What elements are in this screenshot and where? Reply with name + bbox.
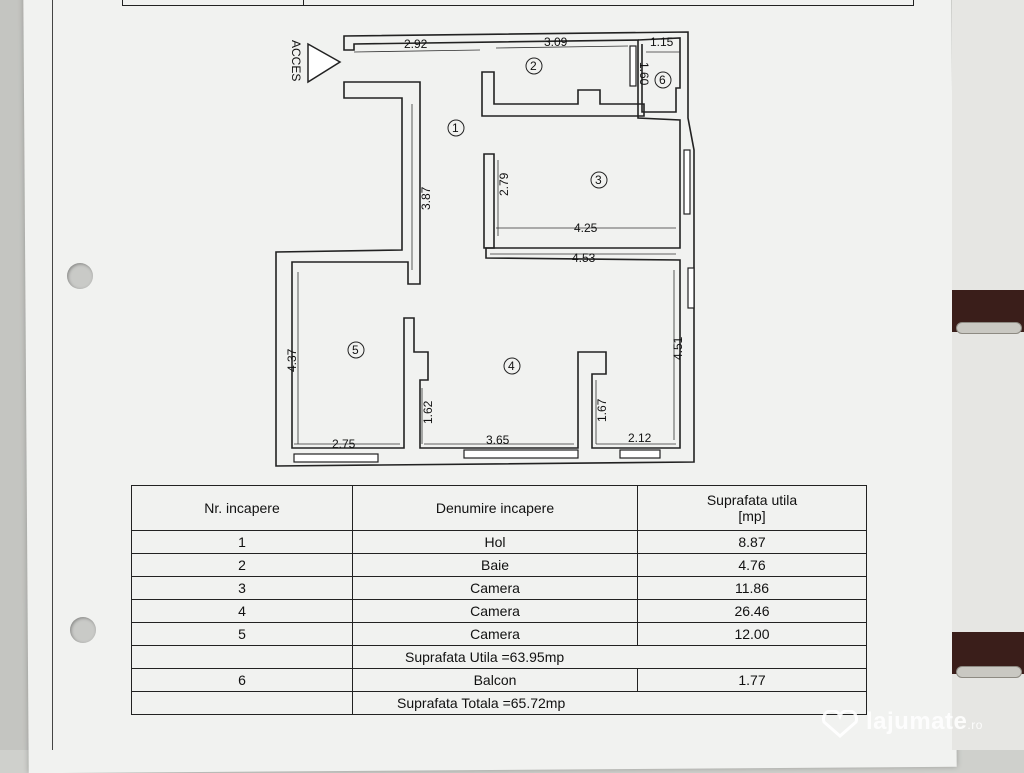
cell-name: Baie (352, 553, 638, 577)
cell-nr: 1 (131, 530, 353, 554)
dim-camera4-left-recess: 1.62 (421, 400, 435, 424)
cell-area: 12.00 (637, 622, 867, 646)
dim-camera3-width: 4.25 (574, 221, 598, 235)
room-number-6: 6 (659, 73, 666, 87)
room-marker-5 (347, 341, 365, 359)
outer-walls (275, 31, 695, 467)
usable-total-row: Suprafata Utila =63.95mp (131, 645, 867, 669)
cell-area: 1.77 (637, 668, 867, 692)
room-number-2: 2 (530, 59, 537, 73)
cell-nr: 5 (131, 622, 353, 646)
table-row: 4 Camera 26.46 (131, 599, 867, 623)
dim-camera4-top: 4.53 (572, 251, 596, 265)
table-row: 2 Baie 4.76 (131, 553, 867, 577)
access-label: ACCES (289, 40, 303, 81)
cell-nr: 3 (131, 576, 353, 600)
dim-camera4-right-width: 2.12 (628, 431, 652, 445)
cell-nr: 2 (131, 553, 353, 577)
interior-wall (483, 153, 495, 249)
dim-camera4-bottom: 3.65 (486, 433, 510, 447)
side-binder-sheets (952, 0, 1024, 750)
dim-camera5-width: 2.75 (332, 437, 356, 451)
room-marker-2 (525, 57, 543, 75)
watermark-heart-icon (821, 710, 859, 738)
window (463, 449, 579, 459)
cell-name: Hol (352, 530, 638, 554)
cell-name: Camera (352, 576, 638, 600)
watermark-tld: .ro (967, 718, 983, 732)
cell-name: Camera (352, 599, 638, 623)
table-header-row: Nr. incapere Denumire incapere Suprafata… (131, 485, 867, 531)
header-room-name: Denumire incapere (352, 485, 638, 531)
dim-camera3-height: 2.79 (497, 172, 511, 196)
window (629, 45, 637, 87)
header-usable-area: Suprafata utila [mp] (637, 485, 867, 531)
grand-total-row: Suprafata Totala =65.72mp (131, 691, 867, 715)
binder-ring (956, 322, 1022, 334)
dim-baie: 3.09 (544, 35, 568, 49)
punch-hole (70, 617, 96, 643)
binder-ring (956, 666, 1022, 678)
window (619, 449, 661, 459)
floor-plan: ACCES 2.92 3.09 1.15 1.60 3.87 2.79 4.25… (275, 31, 695, 467)
dim-camera4-right-recess: 1.67 (595, 398, 609, 422)
room-number-4: 4 (508, 359, 515, 373)
bathroom-wall (481, 71, 645, 117)
top-table-fragment (122, 0, 914, 6)
room-marker-6 (654, 71, 672, 89)
window (687, 267, 695, 309)
access-arrow-icon (307, 42, 342, 84)
cell-name: Camera (352, 622, 638, 646)
dim-camera5-height: 4.37 (285, 348, 299, 372)
cell-area: 4.76 (637, 553, 867, 577)
dim-balcon-depth: 1.60 (637, 62, 651, 86)
cell-area: 8.87 (637, 530, 867, 554)
watermark-logo: lajumate.ro (866, 708, 983, 736)
room-marker-4 (503, 357, 521, 375)
cell-nr: 6 (131, 668, 353, 692)
header-area-line1: Suprafata utila (706, 492, 798, 508)
usable-total-text: Suprafata Utila =63.95mp (352, 645, 867, 669)
room-marker-1 (447, 119, 465, 137)
dim-hol-height: 3.87 (419, 186, 433, 210)
paper-margin-line (52, 0, 53, 750)
dim-hol-top: 2.92 (404, 37, 428, 51)
table-row: 3 Camera 11.86 (131, 576, 867, 600)
table-row: 6 Balcon 1.77 (131, 668, 867, 692)
header-room-number: Nr. incapere (131, 485, 353, 531)
room-areas-table: Nr. incapere Denumire incapere Suprafata… (131, 485, 867, 715)
dim-balcon-width: 1.15 (650, 35, 674, 49)
cell-name: Balcon (352, 668, 638, 692)
cell-nr: 4 (131, 599, 353, 623)
window (683, 149, 691, 215)
table-row: 1 Hol 8.87 (131, 530, 867, 554)
room-marker-3 (590, 171, 608, 189)
grand-total-text: Suprafata Totala =65.72mp (352, 691, 867, 715)
cell-area: 11.86 (637, 576, 867, 600)
watermark-brand: lajumate (866, 708, 968, 735)
punch-hole (67, 263, 93, 289)
room-number-5: 5 (352, 343, 359, 357)
table-row: 5 Camera 12.00 (131, 622, 867, 646)
cell-area: 26.46 (637, 599, 867, 623)
dim-camera4-right: 4.51 (671, 336, 685, 360)
room-number-1: 1 (452, 121, 459, 135)
window (293, 453, 379, 463)
balcony-wall (637, 37, 681, 113)
room-number-3: 3 (595, 173, 602, 187)
header-area-line2: [mp] (738, 508, 766, 524)
